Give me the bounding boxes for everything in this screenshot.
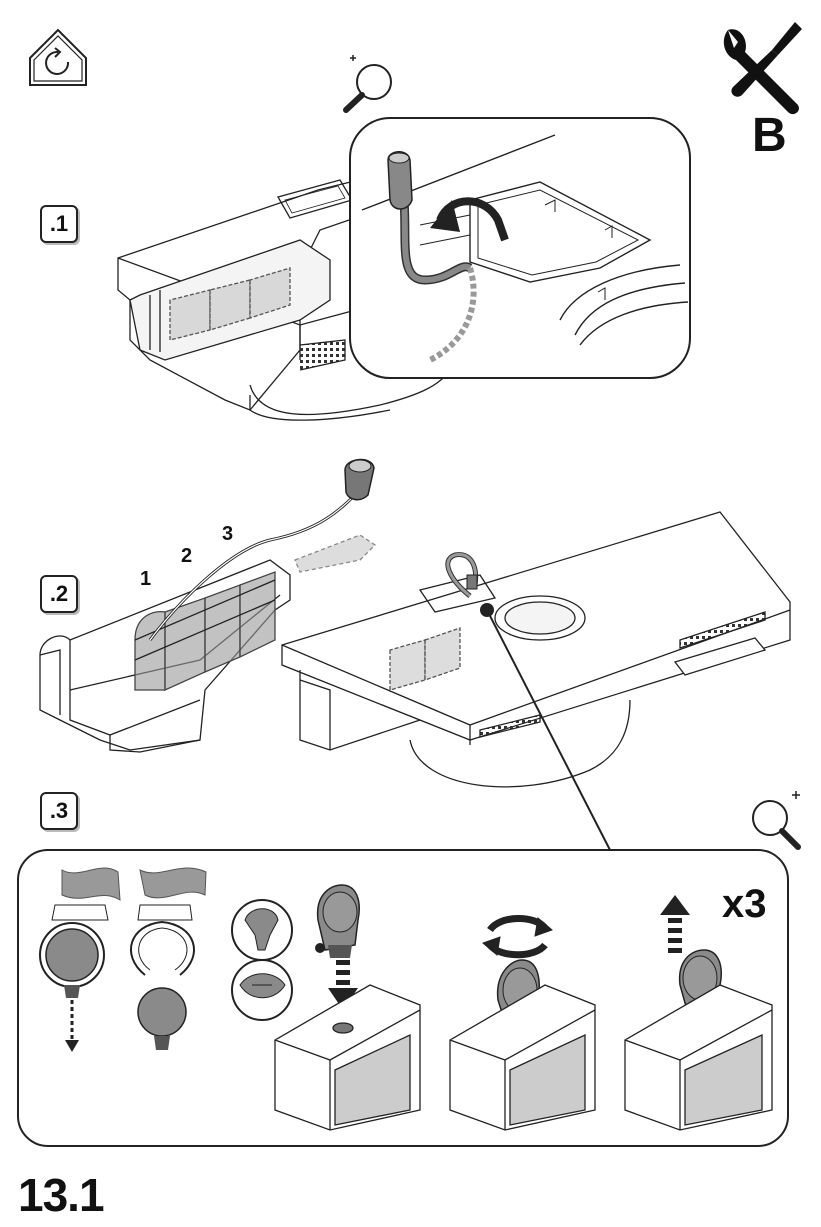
step2-connector <box>344 458 375 501</box>
section-number: 13.1 <box>18 1169 105 1221</box>
filter-number-2: 2 <box>181 545 193 567</box>
step-label-3: .3 <box>40 792 78 830</box>
repeat-count: x3 <box>722 882 767 926</box>
filter-number-3: 3 <box>222 523 234 545</box>
home-reset-icon <box>29 28 87 86</box>
step1-zoom-callout <box>349 117 691 379</box>
wrench-screwdriver-icon <box>723 22 802 115</box>
step1-appliance-drawing <box>117 149 481 421</box>
zoom-in-icon <box>343 55 392 113</box>
step-label-1: .1 <box>40 205 78 243</box>
step3-panel <box>17 849 789 1147</box>
tool-badge-letter: B <box>752 109 787 162</box>
lift-arrow-icon <box>660 895 690 953</box>
zoom-in-icon-2 <box>752 791 801 850</box>
filter-number-1: 1 <box>140 568 152 590</box>
step-label-2: .2 <box>40 575 78 613</box>
step2-appliance-drawing <box>281 511 791 788</box>
rotate-icon <box>482 915 553 959</box>
push-down-arrow-icon <box>328 960 358 1010</box>
